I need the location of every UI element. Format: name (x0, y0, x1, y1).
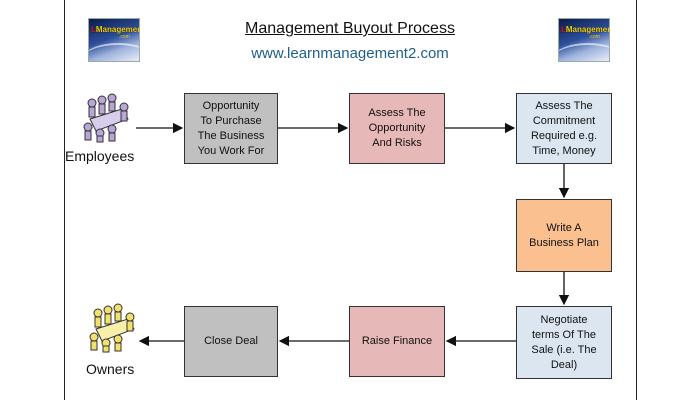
step-3-assess-commitment: Assess The Commitment Required e.g. Time… (516, 93, 612, 164)
logo-wave (89, 43, 139, 61)
logo-wave (559, 43, 609, 61)
logo-brand: Management2 (565, 25, 609, 34)
frame-right-border (636, 0, 637, 400)
logo-suffix: .com (119, 34, 130, 40)
owners-group-icon (89, 303, 135, 353)
step-6-raise-finance: Raise Finance (349, 306, 445, 377)
website-url[interactable]: www.learnmanagement2.com (251, 45, 449, 62)
employees-group-icon (83, 93, 129, 143)
step-4-business-plan: Write A Business Plan (516, 199, 612, 272)
logo-prefix: L (561, 25, 566, 34)
step-2-assess-risks: Assess The Opportunity And Risks (349, 93, 445, 164)
diagram-title: Management Buyout Process (245, 20, 455, 37)
step-1-opportunity: Opportunity To Purchase The Business You… (184, 93, 278, 164)
employees-label: Employees (65, 148, 135, 164)
logo-suffix: .com (589, 34, 600, 40)
logo-prefix: L (91, 25, 96, 34)
logo-right: LManagement2 .com (558, 18, 610, 62)
step-7-close-deal: Close Deal (184, 306, 278, 377)
logo-brand: Management2 (95, 25, 139, 34)
frame-left-border (64, 0, 65, 400)
owners-label: Owners (86, 361, 135, 377)
logo-left: LManagement2 .com (88, 18, 140, 62)
step-5-negotiate-terms: Negotiate terms Of The Sale (i.e. The De… (516, 306, 612, 379)
